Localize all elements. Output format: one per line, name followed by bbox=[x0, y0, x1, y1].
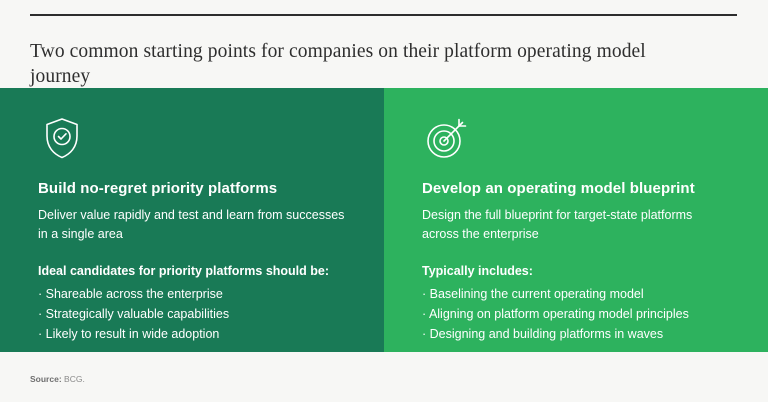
panel-heading: Build no-regret priority platforms bbox=[38, 180, 278, 197]
list-item: · Designing and building platforms in wa… bbox=[422, 326, 664, 341]
panel-heading: Develop an operating model blueprint bbox=[422, 180, 695, 197]
panels-container: Build no-regret priority platforms Deliv… bbox=[0, 88, 768, 352]
list-title: Typically includes: bbox=[422, 263, 533, 278]
source-value: BCG. bbox=[64, 374, 85, 384]
source-note: Source: BCG. bbox=[30, 374, 85, 384]
list-item: · Strategically valuable capabilities bbox=[38, 306, 230, 321]
shield-check-icon bbox=[38, 114, 86, 162]
source-label: Source: bbox=[30, 374, 62, 384]
panel-body: Design the full blueprint for target-sta… bbox=[422, 208, 693, 241]
panel-body: Deliver value rapidly and test and learn… bbox=[38, 208, 345, 241]
list-item: · Aligning on platform operating model p… bbox=[422, 306, 689, 321]
list-item: · Baselining the current operating model bbox=[422, 286, 644, 301]
page-title: Two common starting points for companies… bbox=[30, 41, 646, 88]
panel-priority-platforms: Build no-regret priority platforms Deliv… bbox=[0, 88, 384, 352]
list-title: Ideal candidates for priority platforms … bbox=[38, 263, 330, 278]
target-arrow-icon bbox=[422, 114, 470, 162]
list-item: · Shareable across the enterprise bbox=[38, 286, 223, 301]
top-rule bbox=[30, 14, 737, 16]
panel-operating-model-blueprint: Develop an operating model blueprint Des… bbox=[384, 88, 768, 352]
list-item: · Likely to result in wide adoption bbox=[38, 326, 220, 341]
